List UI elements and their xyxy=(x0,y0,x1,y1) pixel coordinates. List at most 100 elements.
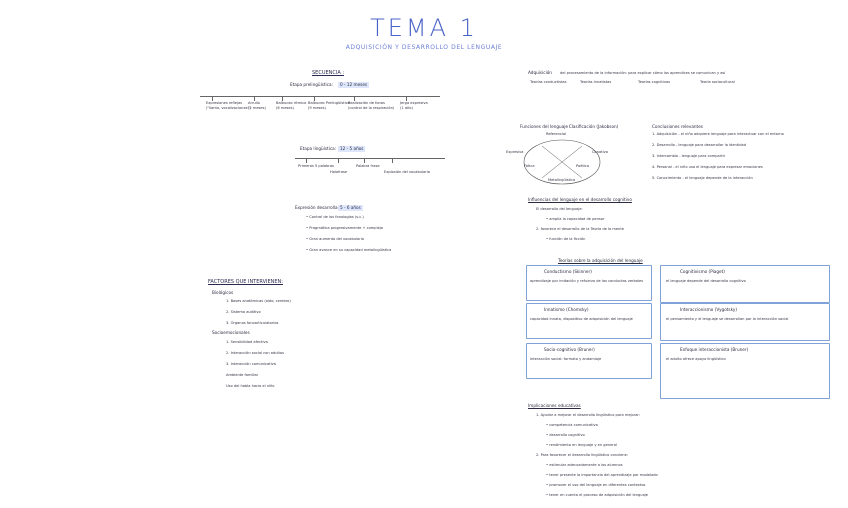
implicacion-item: • desarrollo cognitivo xyxy=(546,433,585,437)
adquisicion-theory: Teorías conductistas xyxy=(530,80,567,84)
conclusion-item: 1. Adquisición - el niño adquiere lengua… xyxy=(652,132,784,136)
implicacion-item: 2. Para favorecer el desarrollo lingüíst… xyxy=(536,453,628,457)
funciones-heading: Funciones del lenguaje xyxy=(520,124,568,129)
influencias-heading: Influencias del lenguaje en el desarroll… xyxy=(528,197,632,202)
teoria-name: Socio-cognitivo (Bruner) xyxy=(544,347,595,352)
conclusion-item: 2. Desarrollo - lenguaje para desarrolla… xyxy=(652,143,746,147)
stage-name: Arrullo xyxy=(248,101,260,105)
teoria-name: Interaccionismo (Vygotsky) xyxy=(680,307,737,312)
teoria-box xyxy=(526,265,652,301)
timeline-tick xyxy=(282,96,283,101)
funciones-sub: - Clasificación (Jakobson) xyxy=(566,124,619,129)
timeline-tick xyxy=(338,158,339,163)
page-title: TEMA 1 xyxy=(370,14,478,42)
linguistica-item: Holofrase xyxy=(330,170,348,174)
conclusion-item: 5. Conocimiento - el lenguaje depende de… xyxy=(652,176,753,180)
teoria-box xyxy=(660,343,830,399)
timeline-tick xyxy=(364,158,365,163)
desarrollo-bullet: • Pragmática progresivamente + compleja xyxy=(306,226,383,230)
adquisicion-text: del procesamiento de la información: par… xyxy=(560,71,726,75)
secuencia-heading: SECUENCIA : xyxy=(312,70,345,76)
stage-name: Jerga expresiva xyxy=(400,101,428,105)
desarrollo-bullet: • Gran avance en su capacidad metalingüí… xyxy=(306,248,392,252)
linguistica-range: 12 - 5 años xyxy=(338,146,366,152)
stage-note: ("llanto, vocalizaciones") xyxy=(206,106,251,110)
biologicos-item: 3. Órganos fonoarticulatorios xyxy=(226,321,279,325)
implicacion-item: • promover el uso del lenguaje en difere… xyxy=(546,483,646,487)
stage-note: (control de la respiración) xyxy=(348,106,395,110)
timeline-tick xyxy=(254,96,255,101)
influencia-item: • función de la ficción xyxy=(546,237,586,241)
influencia-item: 2. favorece el desarrollo de la Teoría d… xyxy=(536,227,624,231)
adquisicion-theory: Teoría sociocultural xyxy=(700,80,735,84)
teoria-text: el lenguaje depende del desarrollo cogni… xyxy=(666,279,746,283)
conclusion-item: 4. Personal - el niño usa el lenguaje pa… xyxy=(652,165,763,169)
timeline-tick xyxy=(306,158,307,163)
factores-heading: FACTORES QUE INTERVIENEN: xyxy=(208,279,283,285)
implicaciones-heading: Implicaciones educativas xyxy=(528,403,581,408)
linguistica-item: Primeras 5 palabras xyxy=(298,164,334,168)
linguistica-item: Explosión del vocabulario xyxy=(384,170,430,174)
adquisicion-theory: Teorías cognitivas xyxy=(638,80,671,84)
teoria-box xyxy=(660,303,830,341)
funciones-diagram xyxy=(523,139,601,185)
timeline-tick xyxy=(354,96,355,101)
influencia-item: • amplía la capacidad de pensar xyxy=(546,217,605,221)
implicacion-item: • tener presente la importancia del apre… xyxy=(546,473,658,477)
teoria-text: interacción social: formato y andamiaje xyxy=(530,357,602,361)
linguistica-item: Palabra frase xyxy=(356,164,380,168)
teoria-name: Enfoque interaccionista (Bruner) xyxy=(680,347,749,352)
socioemocionales-item: 1. Sensibilidad afectiva xyxy=(226,340,268,344)
stage-note: (2 meses) xyxy=(248,106,266,110)
linguistica-timeline xyxy=(295,158,445,159)
prelinguistica-label: Etapa prelingüística: xyxy=(290,82,333,87)
socioemocionales-label: Socioemocionales xyxy=(212,330,250,335)
funcion-item: Poética xyxy=(576,164,590,168)
adquisicion-heading: Adquisición xyxy=(528,70,552,75)
influencia-item: El desarrollo del lenguaje: xyxy=(536,207,583,211)
socioemocionales-item: Ambiente familiar xyxy=(226,373,259,377)
implicacion-item: • rendimiento en lenguaje y en general xyxy=(546,443,617,447)
biologicos-item: 1. Bases anatómicas (oído, cerebro) xyxy=(226,299,291,303)
prelinguistica-timeline xyxy=(200,96,440,97)
teoria-name: Conductismo (Skinner) xyxy=(544,269,592,274)
page-subtitle: ADQUISICIÓN Y DESARROLLO DEL LENGUAJE xyxy=(345,44,503,51)
prelinguistica-range: 0 - 12 meses xyxy=(338,82,370,88)
biologicos-item: 2. Sistema auditivo xyxy=(226,310,261,314)
biologicos-label: Biológicos xyxy=(212,290,234,295)
timeline-tick xyxy=(314,96,315,101)
teoria-box xyxy=(660,265,830,303)
adquisicion-theory: Teorías innatistas xyxy=(580,80,612,84)
teoria-text: capacidad innata, dispositivo de adquisi… xyxy=(530,317,633,321)
linguistica-label: Etapa lingüística: xyxy=(300,146,337,151)
desarrollo-range: 5 - 6 años xyxy=(338,205,363,211)
desarrollo-label: Expresión desarrollada: xyxy=(295,205,345,210)
timeline-tick xyxy=(392,158,393,163)
desarrollo-bullet: • Gran aumento del vocabulario xyxy=(306,237,364,241)
teoria-name: Cognitivismo (Piaget) xyxy=(680,269,725,274)
implicacion-item: • competencia comunicativa xyxy=(546,423,598,427)
teoria-text: el adulto ofrece apoyo lingüístico xyxy=(666,357,726,361)
funcion-item: Fática xyxy=(524,164,535,168)
stage-note: (6 meses) xyxy=(276,106,294,110)
implicacion-item: • tener en cuenta el proceso de adquisic… xyxy=(546,493,648,497)
stage-name: Balbuceo Prelingüístico xyxy=(308,101,350,105)
teorias-heading: Teorías sobre la adquisición del lenguaj… xyxy=(558,258,643,263)
implicacion-item: 1. Ayudar a mejorar el desarrollo lingüí… xyxy=(536,413,641,417)
stage-name: Expresiones reflejas xyxy=(206,101,243,105)
teoria-box xyxy=(526,303,652,339)
stage-name: Realización de fonos xyxy=(348,101,385,105)
socioemocionales-item: 3. Interacción comunicativa xyxy=(226,362,276,366)
teoria-text: el pensamiento y el lenguaje se desarrol… xyxy=(666,317,789,321)
timeline-tick xyxy=(212,96,213,101)
teoria-name: Innatismo (Chomsky) xyxy=(544,307,589,312)
teoria-box xyxy=(526,343,652,379)
funcion-item: Referencial xyxy=(546,132,567,136)
stage-note: (9 meses) xyxy=(308,106,326,110)
funcion-item: Conativa xyxy=(592,150,608,154)
funcion-item: Expresiva xyxy=(506,150,524,154)
stage-note: (1 año) xyxy=(400,106,413,110)
stage-name: Balbuceo rítmico xyxy=(276,101,307,105)
desarrollo-bullet: • Control de los fonologías (s.c.) xyxy=(306,215,364,219)
timeline-tick xyxy=(406,96,407,101)
